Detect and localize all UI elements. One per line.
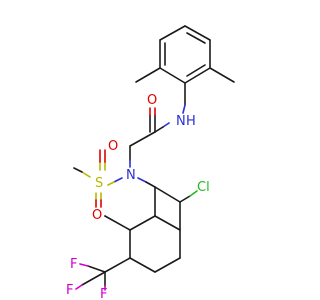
ring-cl-bond <box>179 195 191 203</box>
chlorophenyl-ring <box>104 186 181 273</box>
atom-label-fluorine-top: F <box>70 257 77 272</box>
ring-cl-bond-cl <box>189 190 198 197</box>
ring-n-bond-n <box>182 104 186 114</box>
methyl-left-bond <box>135 67 161 83</box>
n-ring-bond-n <box>137 177 147 183</box>
s-methyl-bond-s <box>81 171 91 178</box>
methyl-right-bond <box>209 67 235 83</box>
atom-label-chlorine: Cl <box>197 180 210 195</box>
atom-label-fluorine-left: F <box>66 283 73 298</box>
cf3-f-left-bond-f <box>75 284 83 290</box>
cf3-f-top-bond <box>87 265 106 273</box>
ring-cf3-bond <box>104 257 131 273</box>
atom-label-amide-n: N <box>176 114 186 129</box>
n-s-bond-s <box>107 181 115 186</box>
cf3-f-top-bond-f <box>79 263 89 267</box>
cf3-f-left-bond <box>81 271 106 286</box>
s-methyl-bond <box>73 167 83 173</box>
atom-label-sulfonyl-n: N <box>126 168 136 183</box>
molecule-structure: N H O N S O O Cl F F F <box>66 25 235 300</box>
n-s-bond-n <box>113 177 123 183</box>
atom-label-carbonyl-o: O <box>147 93 157 108</box>
n-carbonyl-bond <box>154 126 164 133</box>
atom-label-sulfur: S <box>95 176 103 191</box>
carbonyl-ch2-bond <box>129 131 156 147</box>
atom-label-sulfonyl-o-bottom: O <box>92 208 102 223</box>
atom-label-fluorine-bottom: F <box>100 287 107 300</box>
dimethylphenyl-ring <box>159 25 211 84</box>
n-carbonyl-bond-n <box>162 122 170 128</box>
atom-label-amide-h: H <box>186 114 196 129</box>
n-ring-bond <box>145 181 156 188</box>
atom-label-sulfonyl-o-top: O <box>108 139 118 154</box>
